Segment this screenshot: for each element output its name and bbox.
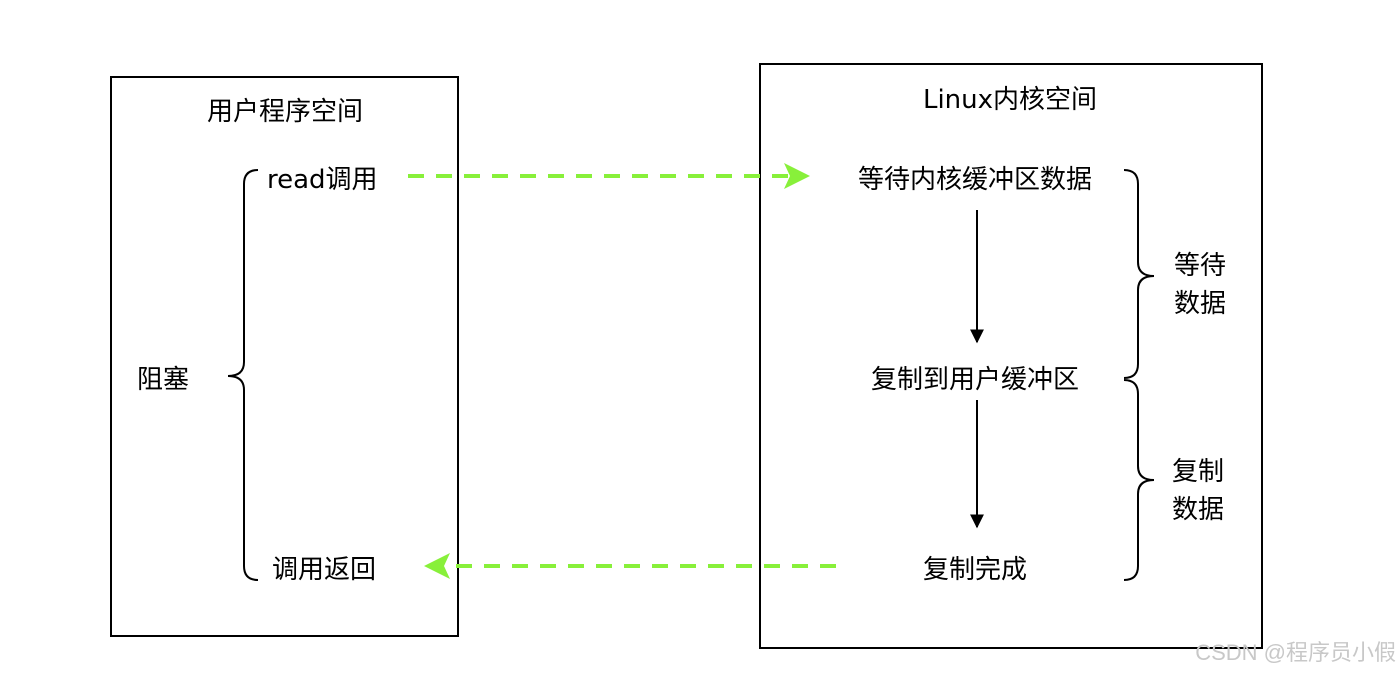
copy-data-brace (1123, 379, 1155, 581)
wait-data-line1: 等待 (1174, 251, 1226, 281)
copy-data-line1: 复制 (1172, 457, 1224, 487)
watermark: CSDN @程序员小假 (1195, 640, 1396, 665)
dashed-arrow-read-call-head (784, 163, 810, 189)
kernel-space-title: Linux内核空间 (923, 85, 1097, 115)
blocked-label: 阻塞 (137, 365, 189, 395)
copy-to-user-buffer-label: 复制到用户缓冲区 (871, 365, 1079, 395)
user-space-title: 用户程序空间 (207, 97, 363, 127)
wait-data-line2: 数据 (1174, 289, 1226, 319)
wait-kernel-buffer-label: 等待内核缓冲区数据 (858, 165, 1092, 195)
copy-done-label: 复制完成 (923, 555, 1027, 585)
dashed-arrow-call-return-head (424, 553, 450, 579)
kernel-space-box (759, 63, 1263, 649)
blocking-brace (227, 169, 259, 581)
call-return-label: 调用返回 (272, 555, 376, 585)
wait-data-brace (1123, 169, 1155, 379)
read-call-label: read调用 (267, 165, 378, 195)
copy-data-line2: 数据 (1172, 495, 1224, 525)
user-space-box (110, 76, 459, 637)
